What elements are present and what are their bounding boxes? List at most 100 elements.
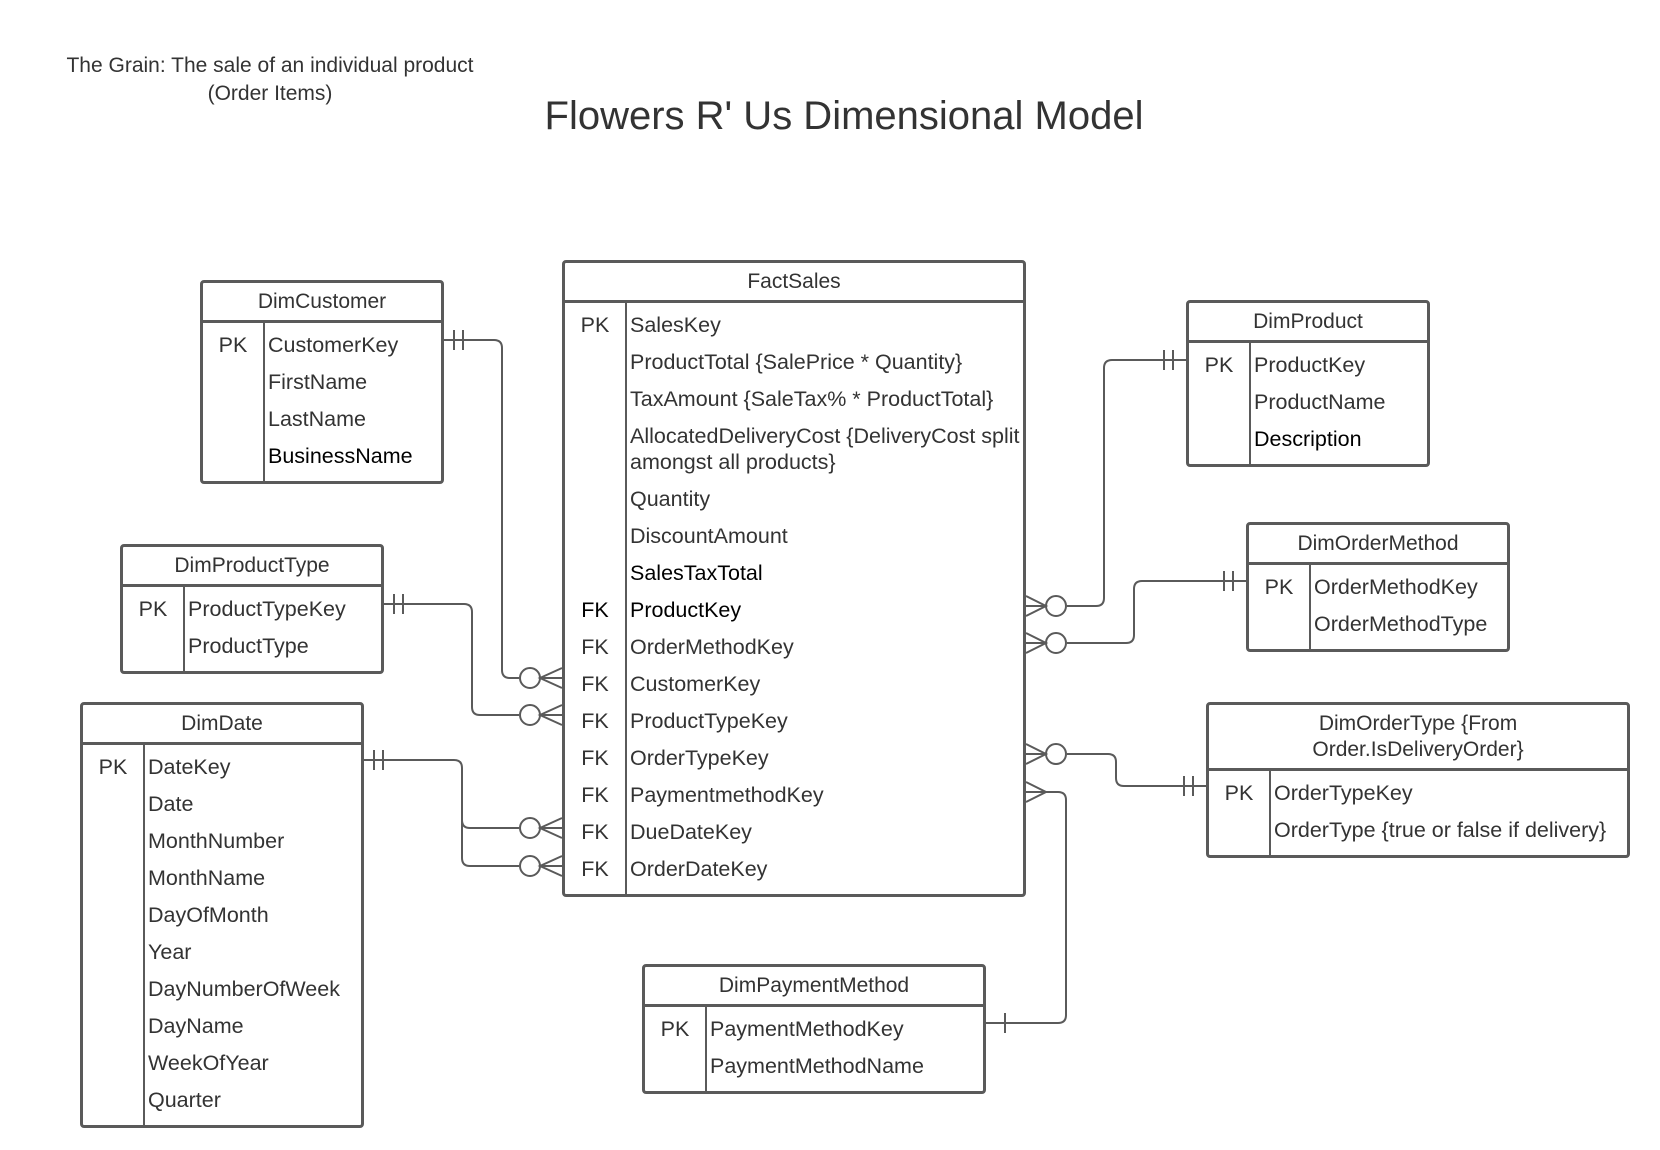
attr-row: Quantity (565, 481, 1023, 518)
attr-key: FK (581, 709, 609, 733)
attr-name: OrderType {true or false if delivery} (1274, 818, 1607, 842)
link-date (364, 750, 563, 877)
attr-row: PaymentMethodName (645, 1048, 983, 1085)
attr-row: PK OrderTypeKey (1209, 775, 1627, 812)
attr-name: ProductTypeKey (188, 597, 346, 621)
attr-name: ProductTypeKey (630, 709, 788, 733)
attr-row: ProductTotal {SalePrice * Quantity} (565, 344, 1023, 381)
grain-note: The Grain: The sale of an individual pro… (40, 52, 500, 108)
attr-row: DayNumberOfWeek (83, 971, 361, 1008)
link-payment-method (986, 781, 1067, 1033)
attr-row: FK DueDateKey (565, 814, 1023, 851)
attr-row: ProductName (1189, 384, 1427, 421)
attr-name: AllocatedDeliveryCost {DeliveryCost spli… (630, 424, 1020, 474)
attr-name: DayNumberOfWeek (148, 977, 340, 1001)
attr-row: OrderMethodType (1249, 606, 1507, 643)
attr-name: ProductTotal {SalePrice * Quantity} (630, 350, 963, 374)
attr-name: DayOfMonth (148, 903, 269, 927)
entity-name: DimCustomer (203, 283, 441, 323)
grain-note-line1: The Grain: The sale of an individual pro… (66, 54, 474, 77)
attr-row: MonthNumber (83, 823, 361, 860)
attr-row: SalesTaxTotal (565, 555, 1023, 592)
attr-name: OrderMethodKey (630, 635, 794, 659)
attr-name: LastName (268, 407, 366, 431)
attr-row: Year (83, 934, 361, 971)
attr-row: PK DateKey (83, 749, 361, 786)
attr-key: PK (660, 1017, 690, 1041)
attr-name: Quantity (630, 487, 711, 511)
attr-name: BusinessName (268, 444, 413, 468)
attr-key: PK (1264, 575, 1294, 599)
link-order-type (1025, 743, 1206, 796)
attr-key: PK (98, 755, 128, 779)
attr-name: SalesKey (630, 313, 721, 337)
link-product-type (384, 594, 563, 726)
attr-key: PK (1224, 781, 1254, 805)
entity-name: DimProductType (123, 547, 381, 587)
attr-name: ProductKey (1254, 353, 1366, 377)
attr-key: FK (581, 598, 609, 622)
attr-name: DueDateKey (630, 820, 752, 844)
attr-name: PaymentmethodKey (630, 783, 824, 807)
attr-name: OrderMethodKey (1314, 575, 1478, 599)
attr-row: FK CustomerKey (565, 666, 1023, 703)
attr-row: FirstName (203, 364, 441, 401)
entity-name: DimDate (83, 705, 361, 745)
attr-row: Date (83, 786, 361, 823)
attr-row: OrderType {true or false if delivery} (1209, 812, 1627, 849)
attr-row: PK PaymentMethodKey (645, 1011, 983, 1048)
attr-row: Quarter (83, 1082, 361, 1119)
link-product (1025, 350, 1186, 617)
attr-name: OrderTypeKey (1274, 781, 1413, 805)
entity-name: FactSales (565, 263, 1023, 303)
attr-name: DateKey (148, 755, 231, 779)
attr-key: FK (581, 746, 609, 770)
link-customer (444, 330, 563, 689)
entity-dim-date[interactable]: DimDate PK DateKey Date MonthNumber Month… (80, 702, 364, 1128)
attr-key: FK (581, 635, 609, 659)
attr-name: SalesTaxTotal (630, 561, 763, 585)
attr-name: ProductName (1254, 390, 1386, 414)
attr-row: Description (1189, 421, 1427, 458)
attr-row: AllocatedDeliveryCost {DeliveryCost spli… (565, 418, 1023, 481)
attr-row: PK OrderMethodKey (1249, 569, 1507, 606)
attr-row: BusinessName (203, 438, 441, 475)
diagram-title: Flowers R' Us Dimensional Model (544, 94, 1144, 138)
attr-name: PaymentMethodKey (710, 1017, 904, 1041)
attr-row: DiscountAmount (565, 518, 1023, 555)
attr-row: DayOfMonth (83, 897, 361, 934)
attr-row: PK ProductKey (1189, 347, 1427, 384)
attr-row: WeekOfYear (83, 1045, 361, 1082)
attr-row: FK OrderMethodKey (565, 629, 1023, 666)
attr-name: FirstName (268, 370, 368, 394)
attr-key: FK (581, 820, 609, 844)
attr-row: MonthName (83, 860, 361, 897)
attr-name: CustomerKey (630, 672, 761, 696)
attr-key: FK (581, 672, 609, 696)
attr-key: PK (1204, 353, 1234, 377)
attr-row: FK ProductTypeKey (565, 703, 1023, 740)
attr-name: WeekOfYear (148, 1051, 269, 1075)
attr-name: Year (148, 940, 192, 964)
attr-row: ProductType (123, 628, 381, 665)
attr-name: PaymentMethodName (710, 1054, 924, 1078)
entity-dim-order-type[interactable]: DimOrderType {From Order.IsDeliveryOrder… (1206, 702, 1630, 858)
attr-name: Quarter (148, 1088, 221, 1112)
attr-name: ProductType (188, 634, 309, 658)
attr-name: MonthNumber (148, 829, 285, 853)
attr-row: TaxAmount {SaleTax% * ProductTotal} (565, 381, 1023, 418)
attr-name: MonthName (148, 866, 266, 890)
attr-row: LastName (203, 401, 441, 438)
